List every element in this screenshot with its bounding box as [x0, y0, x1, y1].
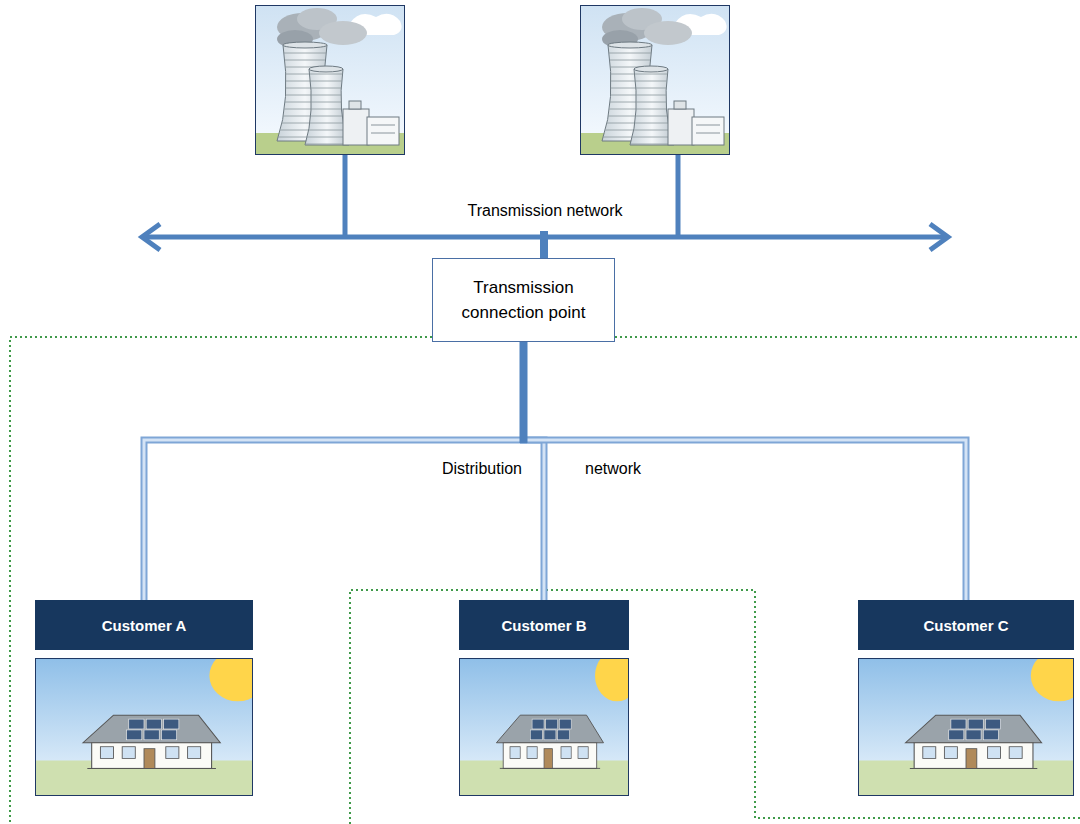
customer-header: Customer B: [459, 600, 629, 650]
network-label: Transmission network: [467, 202, 622, 220]
region-outline: [10, 337, 437, 824]
network-label: network: [585, 460, 641, 478]
house-picture: [858, 650, 1080, 796]
distribution-line: [524, 342, 545, 600]
distribution-line: [524, 342, 967, 600]
node-text: Customer B: [495, 617, 592, 634]
line-outer: [524, 342, 545, 600]
house-picture: [459, 650, 639, 796]
node-text: Transmission connection point: [433, 275, 614, 326]
region-outline: [350, 590, 1080, 824]
distribution-line: [144, 342, 524, 600]
arrow-head: [142, 224, 160, 250]
connection-stem: [540, 231, 548, 260]
connection-box: Transmission connection point: [432, 258, 615, 342]
line-inner: [524, 342, 545, 600]
feeder-line: [343, 155, 348, 237]
arrow-head: [930, 224, 948, 250]
node-text: Customer C: [917, 617, 1014, 634]
picture-frame: [859, 659, 1074, 796]
customer-header: Customer A: [35, 600, 253, 650]
line-outer: [524, 342, 967, 600]
house-picture: [35, 650, 266, 796]
line-outer: [144, 342, 524, 600]
connection-stem: [520, 342, 528, 443]
feeder-line: [676, 155, 681, 237]
line-inner: [524, 342, 967, 600]
power-station: [255, 5, 405, 155]
picture-frame: [36, 659, 253, 796]
node-text: Customer A: [96, 617, 192, 634]
power-station: [580, 5, 730, 155]
picture-frame: [460, 659, 629, 796]
customer-header: Customer C: [858, 600, 1074, 650]
network-label: Distribution: [442, 460, 522, 478]
line-inner: [144, 342, 524, 600]
region-outline: [610, 336, 1080, 338]
